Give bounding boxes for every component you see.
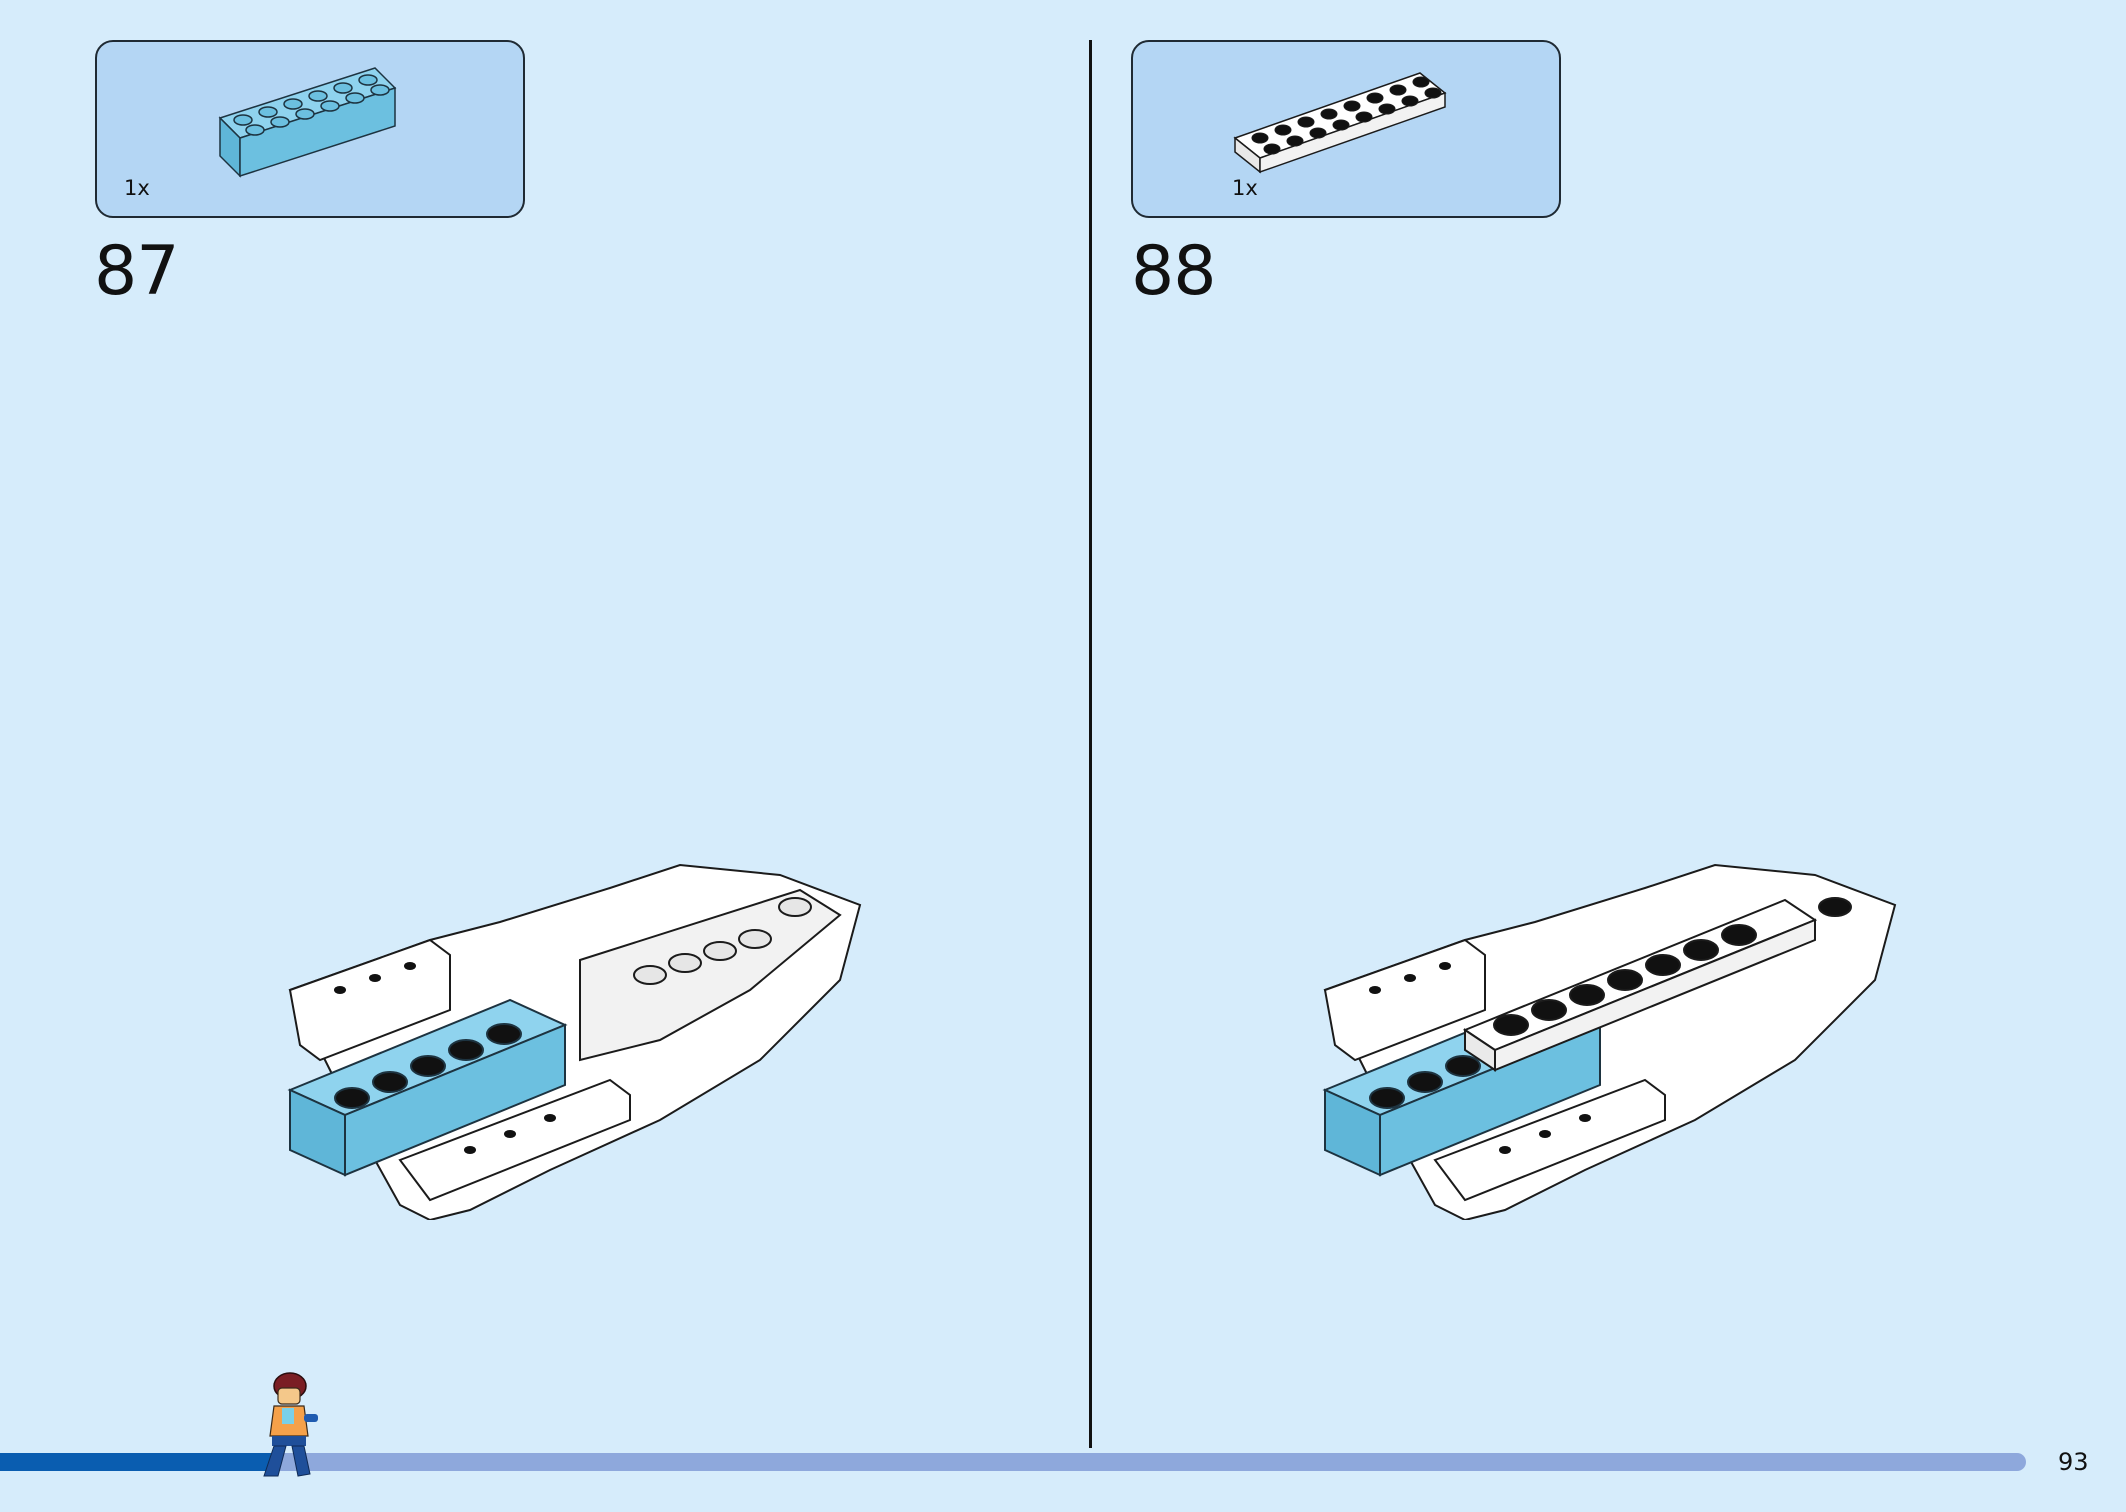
white-plate-icon (1233, 72, 1447, 174)
boat-hull-model-illustration (1322, 863, 1897, 1220)
part-quantity: 1x (124, 176, 150, 200)
step-divider (1089, 40, 1092, 1448)
page-number: 93 (2058, 1448, 2089, 1476)
boat-hull-model-illustration (287, 863, 862, 1220)
step-87-panel: 1x 87 (94, 40, 862, 1220)
progress-track (0, 1453, 2026, 1471)
step-number: 88 (1131, 232, 1217, 311)
progress-fill (0, 1453, 274, 1471)
light-blue-brick-icon (218, 67, 397, 178)
minifigure-icon (263, 1372, 318, 1477)
step-number: 87 (94, 232, 180, 311)
step-88-panel: 1x 88 (1090, 0, 2126, 1512)
part-quantity: 1x (1232, 176, 1258, 200)
